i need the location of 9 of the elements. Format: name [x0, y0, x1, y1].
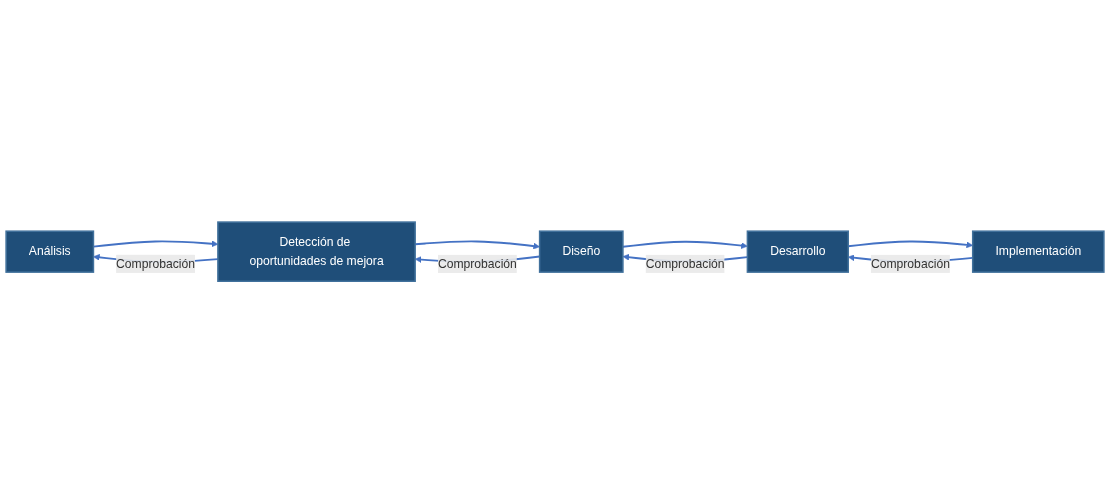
node-box: Diseño [538, 230, 624, 274]
node-box: Análisis [5, 230, 95, 274]
node-box: Implementación [971, 230, 1105, 274]
edge-label: Comprobación [116, 257, 196, 271]
edge-label: Comprobación [645, 257, 725, 271]
edge-label: Comprobación [870, 257, 950, 271]
node-box: Desarrollo [746, 230, 849, 274]
node-box: Detección de oportunidades de mejora [217, 221, 416, 283]
edge-label: Comprobación [437, 257, 517, 271]
